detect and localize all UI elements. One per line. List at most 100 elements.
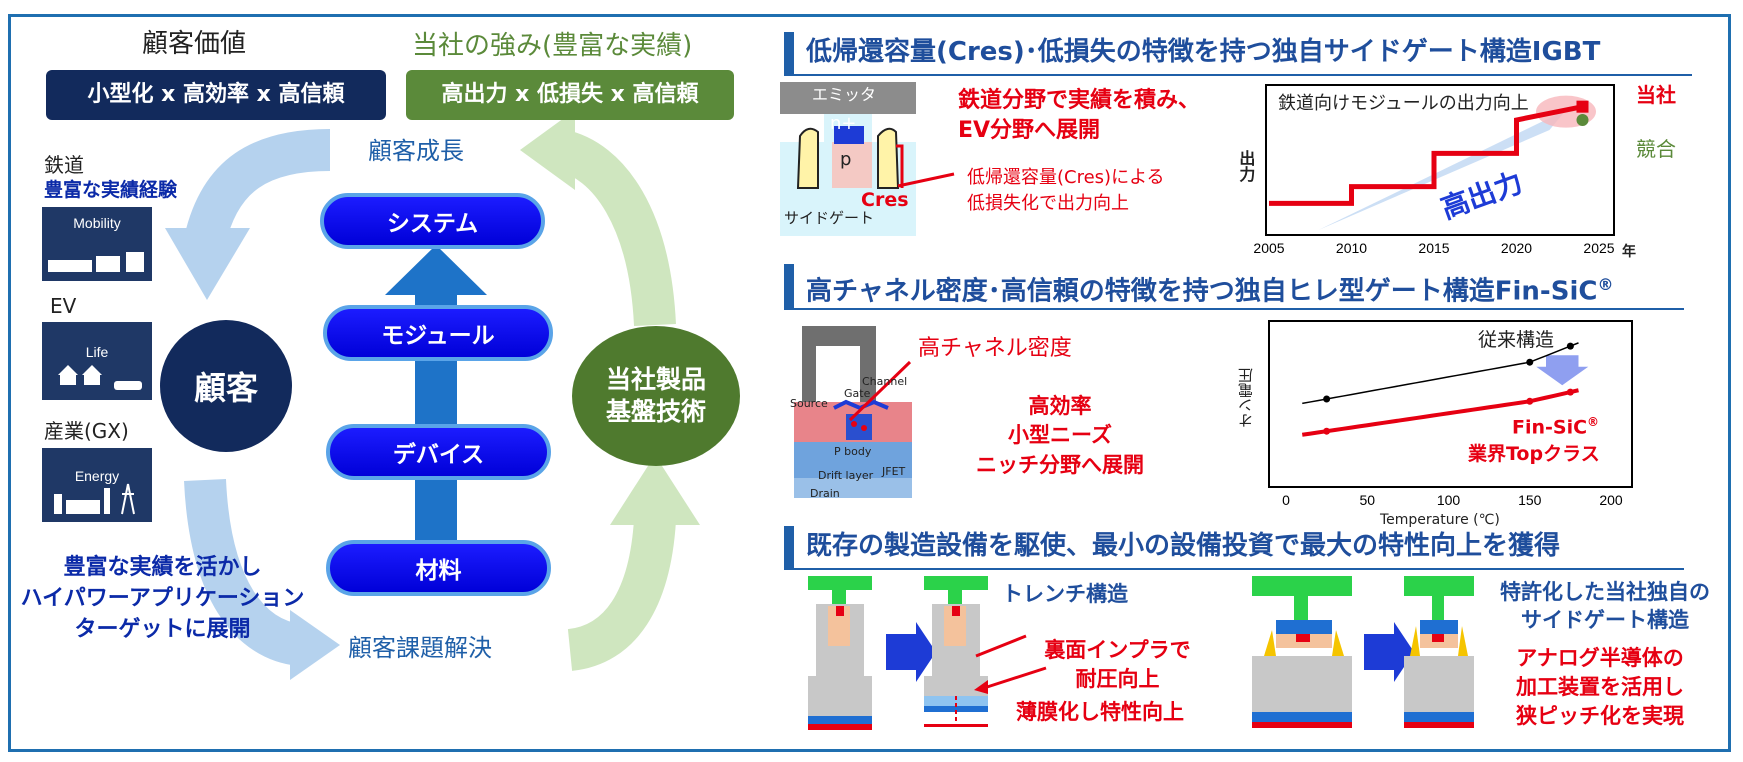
- von-series-1-point-2: [1566, 388, 1574, 396]
- output-x-tick-4: 2025: [1583, 240, 1615, 256]
- legend-competitor: 競合: [1636, 137, 1676, 161]
- problem-solving-label: 顧客課題解決: [348, 634, 492, 662]
- stack-material: 材料: [326, 540, 551, 596]
- market-rail-label: 鉄道: [44, 153, 84, 177]
- bottom-claim-line1: 豊富な実績を活かし: [63, 555, 262, 580]
- products-line2: 基盤技術: [605, 397, 706, 426]
- von-xlabel: Temperature (℃): [1380, 512, 1500, 528]
- bottom-claim-line2: ハイパワーアプリケーション: [20, 585, 305, 611]
- output-chart-title: 鉄道向けモジュールの出力向上: [1278, 93, 1529, 114]
- output-trend-arrow: [1318, 110, 1566, 230]
- back-implant-line2: 耐圧向上: [1075, 667, 1160, 692]
- thin-film-label: 薄膜化し特性向上: [1016, 700, 1184, 724]
- legend-ours: 当社: [1636, 83, 1676, 107]
- improvement-arrow: [1536, 355, 1589, 386]
- nplus-label: n+: [830, 113, 857, 134]
- arc-growth-to-customer: [184, 129, 331, 246]
- output-ylabel: 出力: [1236, 150, 1256, 182]
- process-diagrams: [808, 576, 1474, 730]
- section2-title: 高チャネル密度･高信頼の特徴を持つ独自ヒレ型ゲート構造Fin-SiC®: [784, 264, 1684, 310]
- section3-title: 既存の製造設備を駆使、最小の設備投資で最大の特性向上を獲得: [784, 526, 1684, 570]
- output-x-tick-0: 2005: [1253, 240, 1285, 256]
- analog-line1: アナログ半導体の: [1516, 646, 1684, 670]
- bottom-claim: 豊富な実績を活かし ハイパワーアプリケーション ターゲットに展開: [20, 553, 305, 645]
- arc-solving-to-products: [566, 518, 676, 671]
- strength-box: 高出力 x 低損失 x 高信頼: [406, 70, 734, 120]
- factory-icon: [54, 483, 135, 515]
- section1-title: 低帰還容量(Cres)･低損失の特徴を持つ独自サイドゲート構造IGBT: [784, 32, 1692, 76]
- series-1-point: [1576, 114, 1589, 126]
- year-unit: 年: [1622, 244, 1636, 260]
- stack-device: デバイス: [326, 424, 551, 480]
- von-series-1-point-1: [1526, 397, 1534, 405]
- stack-system: システム: [320, 193, 545, 249]
- conventional-label: 従来構造: [1478, 329, 1555, 351]
- von-ylabel: オン電圧: [1237, 368, 1255, 428]
- series-0-line: [1269, 104, 1583, 206]
- products-line1: 当社製品: [605, 364, 706, 394]
- output-x-tick-3: 2020: [1500, 240, 1533, 256]
- stack-arrowhead: [385, 245, 487, 295]
- von-series-0-line: [1302, 342, 1579, 405]
- igbt-cross-section: [780, 82, 916, 236]
- customer-circle: 顧客: [160, 320, 292, 452]
- section2-title-text: 高チャネル密度･高信頼の特徴を持つ独自ヒレ型ゲート構造Fin-SiC: [806, 276, 1598, 307]
- train-icon: [48, 252, 144, 272]
- arrowhead-to-products: [610, 455, 700, 525]
- von-series-0-point-2: [1566, 342, 1574, 350]
- finsic-registered-mark: ®: [1587, 415, 1600, 429]
- struct-jfet: JFET: [882, 465, 906, 478]
- von-x-tick-4: 200: [1599, 492, 1623, 508]
- struct-drain: Drain: [810, 487, 840, 500]
- top-class-label: 業界Topクラス: [1468, 443, 1600, 465]
- arc-products-to-growth: [554, 129, 676, 327]
- arrowhead-to-solving: [290, 610, 340, 680]
- arc-customer-to-solving: [184, 478, 304, 666]
- analog-label: アナログ半導体の 加工装置を活用し 狭ピッチ化を実現: [1490, 644, 1710, 731]
- output-x-tick-2: 2015: [1418, 240, 1450, 256]
- analog-line3: 狭ピッチ化を実現: [1516, 703, 1684, 728]
- bottom-claim-line3: ターゲットに展開: [74, 616, 251, 642]
- slide-frame: [8, 14, 1731, 752]
- sec2-claim: 高効率 小型ニーズ ニッチ分野へ展開: [975, 392, 1145, 480]
- output-chart: [1269, 95, 1596, 230]
- von-series-0-point-0: [1323, 395, 1331, 403]
- von-series-0-point-1: [1526, 358, 1534, 366]
- mobility-tile-label: Mobility: [73, 215, 121, 231]
- von-x-tick-3: 150: [1518, 492, 1542, 508]
- stack-module: モジュール: [323, 305, 553, 361]
- sec2-claim-line2: 小型ニーズ: [1008, 423, 1112, 448]
- struct-pbody: P body: [834, 445, 872, 458]
- p-label: p: [840, 149, 852, 170]
- emitter-label: エミッタ: [812, 85, 877, 104]
- market-industry-label: 産業(GX): [44, 419, 129, 443]
- sec1-note-line2: 低損失化で出力向上: [967, 193, 1129, 215]
- house-car-icon: [58, 365, 142, 390]
- strength-label: 当社の強み(豊富な実績): [412, 31, 693, 61]
- sec2-claim-line1: 高効率: [1028, 394, 1092, 418]
- finsic-label-text: Fin-SiC: [1512, 416, 1588, 439]
- patent-label: 特許化した当社独自の サイドゲート構造: [1480, 578, 1730, 635]
- patent-line2: サイドゲート構造: [1521, 608, 1689, 633]
- sec1-claim-line1: 鉄道分野で実績を積み、: [958, 88, 1201, 113]
- von-x-tick-2: 100: [1436, 492, 1461, 508]
- cres-label: Cres: [861, 189, 909, 211]
- series-0-end-marker: [1576, 100, 1589, 113]
- market-ev-label: EV: [50, 294, 77, 318]
- struct-gate: Gate: [844, 387, 871, 400]
- cycle-arrows: [165, 110, 700, 680]
- arrowhead-to-customer: [165, 228, 250, 300]
- trench-label: トレンチ構造: [1002, 582, 1128, 606]
- sec1-claim: 鉄道分野で実績を積み、 EV分野へ展開: [958, 86, 1200, 145]
- sec1-note-line1: 低帰還容量(Cres)による: [967, 167, 1165, 188]
- finsic-structure: [794, 326, 912, 498]
- sec2-claim-line3: ニッチ分野へ展開: [976, 452, 1144, 477]
- customer-growth-label: 顧客成長: [368, 137, 464, 165]
- cres-pointer: [897, 172, 955, 188]
- sec1-claim-line2: EV分野へ展開: [958, 117, 1101, 143]
- von-x-tick-0: 0: [1282, 492, 1290, 508]
- market-rail-sublabel: 豊富な実績経験: [44, 179, 178, 201]
- arrowhead-to-growth: [520, 110, 575, 190]
- struct-channel: Channel: [862, 375, 908, 388]
